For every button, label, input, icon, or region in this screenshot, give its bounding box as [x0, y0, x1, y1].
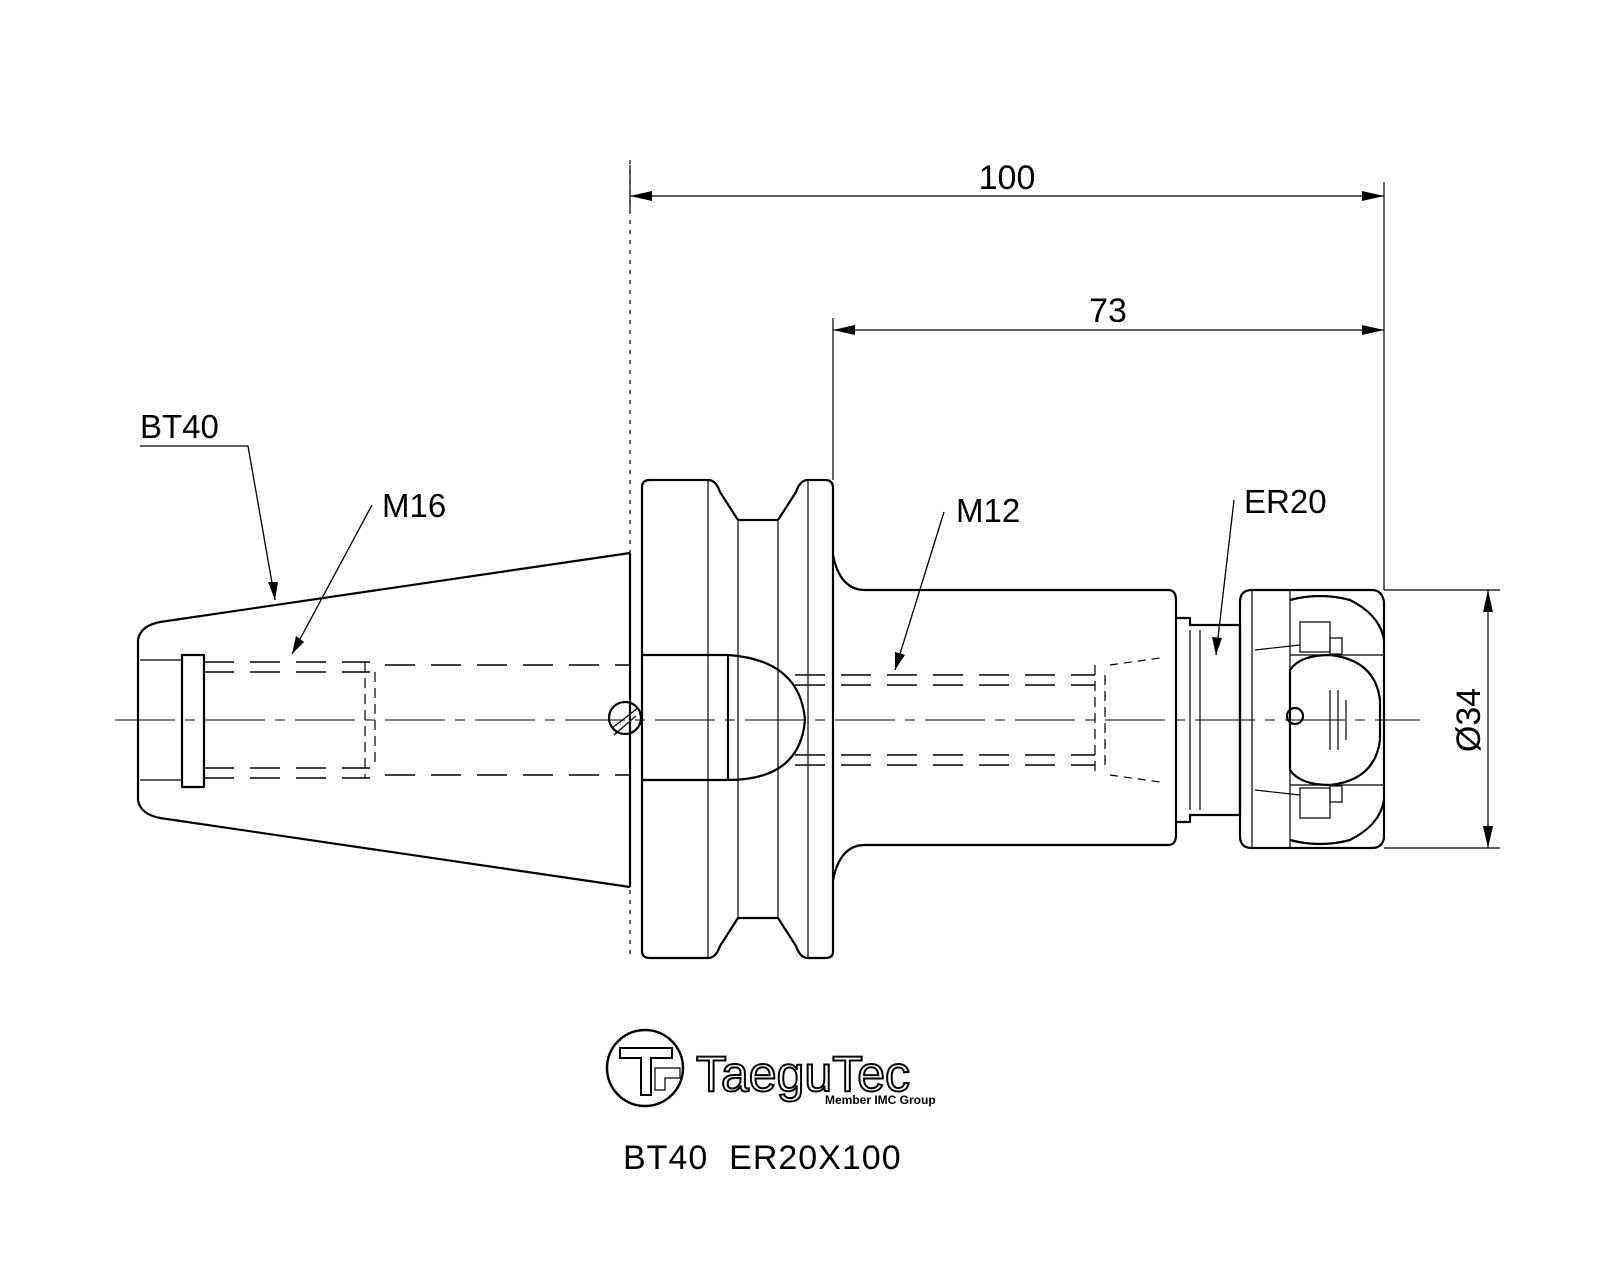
dimension-73-text: 73	[1089, 292, 1127, 330]
label-m12: M12	[894, 492, 1020, 671]
label-er20: ER20	[1212, 483, 1327, 656]
label-er20-text: ER20	[1244, 483, 1327, 520]
label-bt40-text: BT40	[140, 408, 219, 445]
logo-name-text: TaeguTec	[696, 1046, 910, 1102]
dimension-diameter: Ø34	[1384, 589, 1500, 849]
logo-emblem-mark	[619, 1047, 673, 1096]
label-m12-text: M12	[956, 492, 1020, 529]
dimension-overall-length: 100	[629, 159, 1385, 590]
logo-tagline-text: Member IMC Group	[825, 1093, 936, 1107]
model-designation: BT40 ER20X100	[623, 1139, 902, 1177]
taegutec-logo: TaeguTec Member IMC Group	[605, 1028, 936, 1108]
flange	[607, 160, 835, 960]
dimension-diameter-text: Ø34	[1450, 688, 1488, 752]
dimension-100-text: 100	[979, 159, 1036, 197]
hidden-bore-lines	[204, 657, 1161, 783]
collet-nut	[1238, 588, 1386, 850]
body	[831, 554, 1242, 881]
label-m16-text: M16	[382, 487, 446, 524]
label-m16: M16	[291, 487, 446, 655]
dimension-gauge-length: 73	[832, 292, 1384, 480]
label-bt40: BT40	[140, 408, 278, 601]
